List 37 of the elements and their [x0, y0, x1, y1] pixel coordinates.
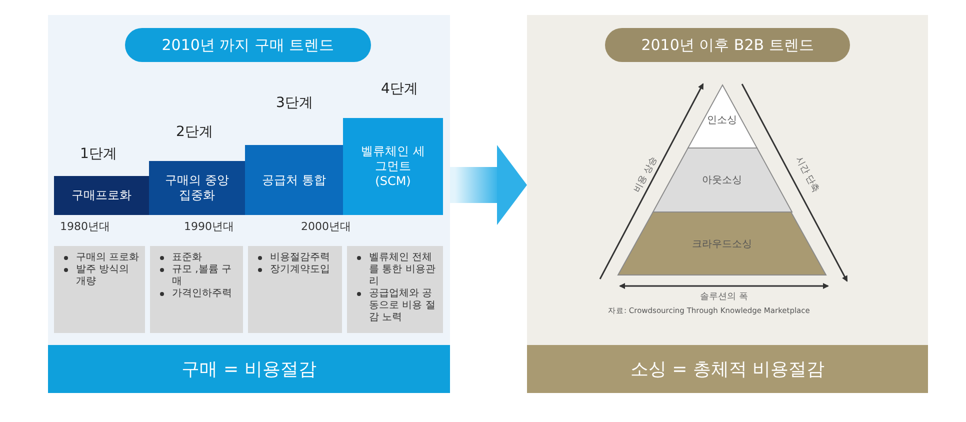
panel-background: [48, 15, 450, 393]
note-card: [150, 246, 243, 333]
step-label: 2단계: [176, 123, 213, 141]
block-arrow: [450, 145, 527, 225]
layer-label: 크라우드소싱: [691, 238, 753, 250]
period-label: 1980년대: [60, 219, 110, 234]
step-label: 3단계: [276, 94, 313, 112]
note-card: [54, 246, 145, 333]
layer-label: 아웃소싱: [701, 174, 743, 187]
summary-band: 소싱 = 총체적 비용절감: [527, 345, 928, 393]
bullet-text: 발주 방식의 개량: [76, 264, 130, 287]
title-pill: 2010년 까지 구매 트렌드: [125, 28, 371, 62]
step-box: 벨류체인 세그먼트 (SCM): [343, 118, 443, 215]
bullet-text: 벨류체인 전체를 통한 비용관리: [369, 252, 436, 287]
step-box: 공급처 통합: [245, 145, 343, 215]
step-label: 4단계: [381, 80, 418, 98]
bullet-text: 구매의 프로화: [76, 252, 140, 263]
bullet-text: 비용절감주력: [270, 252, 330, 263]
bullet-text: 표준화: [172, 252, 202, 263]
title-pill: 2010년 이후 B2B 트렌드: [605, 28, 850, 62]
bullet-text: 장기계약도입: [270, 264, 330, 275]
step-label: 1단계: [80, 145, 117, 163]
axis-label: 비용 상승: [631, 154, 660, 195]
step-box: 구매의 중앙 집중화: [149, 161, 245, 215]
bullet-text: 가격인하주력: [172, 288, 232, 299]
note-card: [347, 246, 443, 333]
period-label: 2000년대: [301, 219, 351, 234]
axis-label: 솔루션의 폭: [700, 291, 748, 303]
layer-label: 인소싱: [706, 114, 738, 127]
bullet-text: 규모 ,볼륨 구매: [172, 264, 232, 287]
summary-band: 구매 = 비용절감: [48, 345, 450, 393]
bullet-text: 공급업체와 공동으로 비용 절감 노력: [369, 288, 436, 323]
panel-background: [527, 15, 928, 393]
step-box: 구매프로화: [54, 176, 149, 215]
axis-label: 시간 단축: [792, 154, 822, 195]
note-card: [248, 246, 342, 333]
period-label: 1990년대: [184, 219, 234, 234]
